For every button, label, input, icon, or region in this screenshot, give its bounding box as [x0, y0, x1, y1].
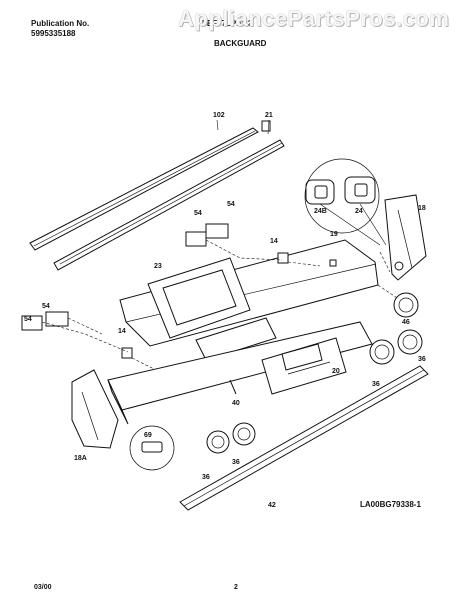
callout-69: 69 [144, 432, 152, 439]
callout-40: 40 [232, 400, 240, 407]
switch-24b [305, 179, 381, 246]
callout-18a: 18A [74, 455, 87, 462]
knob-36b [397, 329, 423, 355]
clip-54b [205, 223, 229, 239]
callout-23: 23 [154, 263, 162, 270]
callout-36c: 36 [232, 459, 240, 466]
side-bracket-18 [384, 194, 427, 281]
callout-42: 42 [268, 502, 276, 509]
bushing-14b [121, 347, 133, 359]
clip-54c [21, 315, 43, 331]
callout-36d: 36 [202, 474, 210, 481]
footer-date: 03/00 [34, 584, 52, 591]
callout-14b: 14 [118, 328, 126, 335]
callout-20: 20 [332, 368, 340, 375]
diagram-code: LA00BG79338-1 [360, 500, 421, 509]
knob-46 [393, 292, 419, 318]
model-number: FEF37LPBC2 [202, 19, 253, 28]
callout-54b: 54 [227, 201, 235, 208]
switch-24 [344, 176, 387, 246]
clock-display-20 [261, 337, 347, 395]
callout-19: 19 [330, 231, 338, 238]
front-trim-42 [179, 365, 429, 511]
callout-21: 21 [265, 112, 273, 119]
knob-36a [369, 339, 395, 365]
window-panel-23 [147, 257, 277, 361]
callout-36a: 36 [418, 356, 426, 363]
detail-69 [129, 425, 175, 471]
callout-46: 46 [402, 319, 410, 326]
front-panel [107, 321, 373, 425]
watermark: AppliancePartsPros.com [178, 6, 450, 31]
clip-54a [185, 231, 207, 247]
bushing-14a [277, 252, 289, 264]
knob-36d [232, 422, 256, 446]
section-title: BACKGUARD [214, 39, 267, 48]
publication-label: Publication No. [31, 19, 90, 28]
footer-page: 2 [234, 584, 238, 591]
callout-54c: 54 [42, 303, 50, 310]
rear-bar-21 [53, 119, 285, 271]
callout-24: 24 [355, 208, 363, 215]
trim-strip-102 [29, 119, 259, 251]
screw-40 [229, 379, 237, 395]
knob-36c [206, 430, 230, 454]
publication-number: 5995335188 [31, 29, 76, 38]
callout-102: 102 [213, 112, 225, 119]
callout-18: 18 [418, 205, 426, 212]
callout-54a: 54 [194, 210, 202, 217]
side-bracket-18a [71, 369, 119, 449]
callout-labels: 102 21 24B 24 18 54 54 14 19 23 54 54 14… [24, 112, 426, 509]
switch-detail-circle [304, 158, 380, 234]
callout-36b: 36 [372, 381, 380, 388]
callout-24b: 24B [314, 208, 327, 215]
callout-14a: 14 [270, 238, 278, 245]
callout-54d: 54 [24, 316, 32, 323]
